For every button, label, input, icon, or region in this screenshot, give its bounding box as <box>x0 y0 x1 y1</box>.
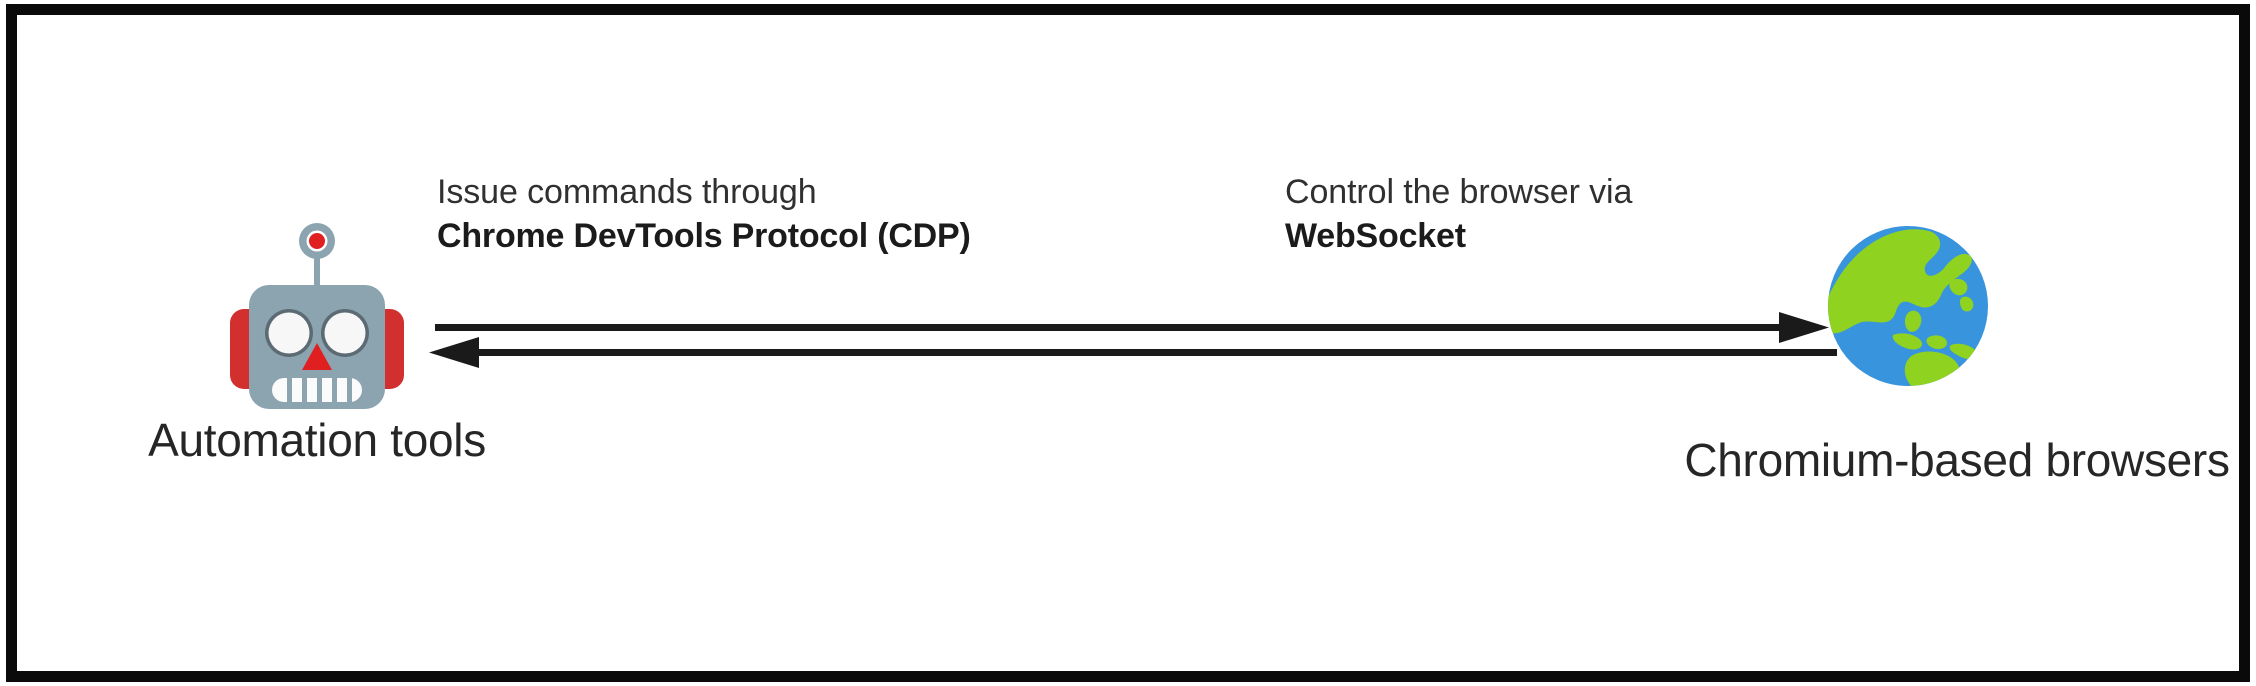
node-caption-chromium-based-browsers: Chromium-based browsers <box>1637 433 2256 487</box>
caption-line-1: Chromium-based <box>1684 434 2033 486</box>
caption-line-1: Automation <box>148 414 378 466</box>
globe-earth-asia-icon <box>1825 223 1991 389</box>
diagram-canvas: Automation tools Issue commands through … <box>17 15 2239 671</box>
robot-icon <box>222 215 412 415</box>
annotation-cdp-line-1: Issue commands through <box>437 173 817 211</box>
arrow-outbound-left-to-right <box>435 312 1829 343</box>
annotation-websocket-line-2: WebSocket <box>1285 217 1466 256</box>
arrow-inbound-right-to-left <box>429 337 1837 368</box>
node-caption-automation-tools: Automation tools <box>77 413 557 467</box>
annotation-websocket: Control the browser via WebSocket <box>1285 170 1632 258</box>
caption-line-2: tools <box>390 414 486 466</box>
connector-arrows <box>417 295 1837 385</box>
annotation-chrome-devtools-protocol: Issue commands through Chrome DevTools P… <box>437 170 971 258</box>
diagram-frame: Automation tools Issue commands through … <box>6 4 2250 682</box>
annotation-websocket-line-1: Control the browser via <box>1285 173 1633 211</box>
annotation-cdp-line-2: Chrome DevTools Protocol (CDP) <box>437 217 971 256</box>
caption-line-2: browsers <box>2045 434 2230 486</box>
